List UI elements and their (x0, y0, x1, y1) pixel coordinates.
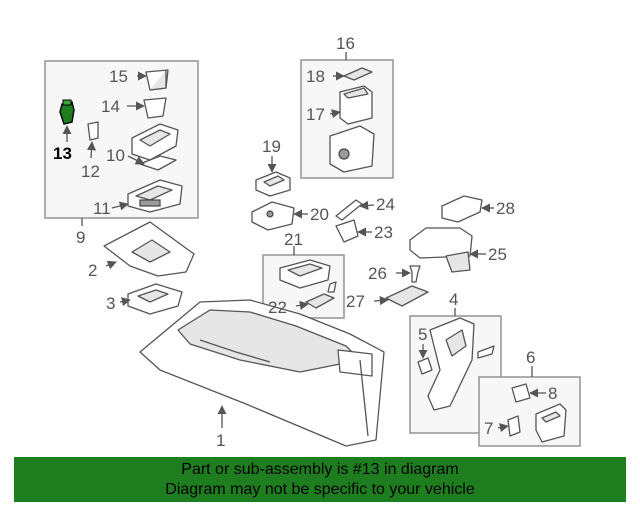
callout-28: 28 (496, 199, 515, 218)
part-27-mat[interactable] (385, 285, 429, 307)
callout-22: 22 (268, 298, 287, 317)
callout-12: 12 (81, 162, 100, 181)
callout-13: 13 (53, 144, 72, 163)
part-12-clip[interactable] (87, 121, 99, 141)
part-7-clip[interactable] (507, 415, 521, 437)
callout-27: 27 (346, 292, 365, 311)
part-13-highlighted[interactable] (59, 99, 75, 125)
callout-9: 9 (76, 228, 85, 247)
callout-2: 2 (88, 261, 97, 280)
callout-15: 15 (109, 67, 128, 86)
callout-5: 5 (418, 325, 427, 344)
callout-24: 24 (376, 195, 395, 214)
leader-lines (62, 52, 546, 433)
banner-line-2: Diagram may not be specific to your vehi… (165, 481, 475, 498)
part-8-switch[interactable] (511, 383, 531, 403)
callout-21: 21 (284, 230, 303, 249)
parts-diagram: 15 14 10 12 13 11 9 2 3 1 16 18 17 19 20… (44, 34, 581, 450)
callout-11: 11 (93, 199, 111, 218)
callout-14: 14 (101, 97, 120, 116)
part-18-mat[interactable] (343, 67, 373, 81)
part-10-tray[interactable] (131, 123, 179, 171)
part-1-console-body[interactable] (139, 299, 385, 447)
part-23-clip[interactable] (335, 219, 359, 243)
callout-23: 23 (374, 223, 393, 242)
part-4-side-panel[interactable] (427, 317, 495, 411)
callout-17: 17 (306, 105, 325, 124)
part-19-boot[interactable] (255, 171, 291, 197)
callout-8: 8 (548, 384, 557, 403)
part-6-pocket[interactable] (535, 403, 567, 443)
info-banner: Part or sub-assembly is #13 in diagram D… (14, 457, 626, 502)
part-22-liner[interactable] (305, 293, 335, 309)
part-11-base-tray[interactable] (127, 179, 183, 213)
part-17-cup[interactable] (339, 85, 373, 125)
part-21-console-top[interactable] (279, 259, 337, 293)
part-3-bezel[interactable] (127, 283, 183, 315)
callout-7: 7 (484, 419, 493, 438)
callout-1: 1 (216, 431, 225, 450)
callout-16: 16 (336, 34, 355, 53)
part-20-bracket[interactable] (251, 201, 295, 231)
callout-25: 25 (488, 245, 507, 264)
part-2-trim[interactable] (103, 221, 195, 277)
callout-labels: 15 14 10 12 13 11 9 2 3 1 16 18 17 19 20… (53, 34, 557, 450)
part-15-bin[interactable] (145, 69, 169, 91)
callout-18: 18 (306, 67, 325, 86)
part-16-holder[interactable] (329, 125, 375, 173)
callout-19: 19 (262, 137, 281, 156)
callout-4: 4 (449, 290, 458, 309)
part-14-bin[interactable] (143, 97, 167, 119)
callout-20: 20 (310, 205, 329, 224)
part-24-strip[interactable] (335, 199, 363, 221)
callout-10: 10 (106, 146, 125, 165)
part-25-armrest[interactable] (409, 227, 473, 273)
callout-6: 6 (526, 348, 535, 367)
part-26-pin[interactable] (409, 265, 421, 283)
callout-3: 3 (106, 294, 115, 313)
part-28-pad[interactable] (441, 195, 483, 223)
callout-26: 26 (368, 264, 387, 283)
banner-line-1: Part or sub-assembly is #13 in diagram (181, 461, 459, 478)
part-5-insert[interactable] (417, 357, 433, 375)
